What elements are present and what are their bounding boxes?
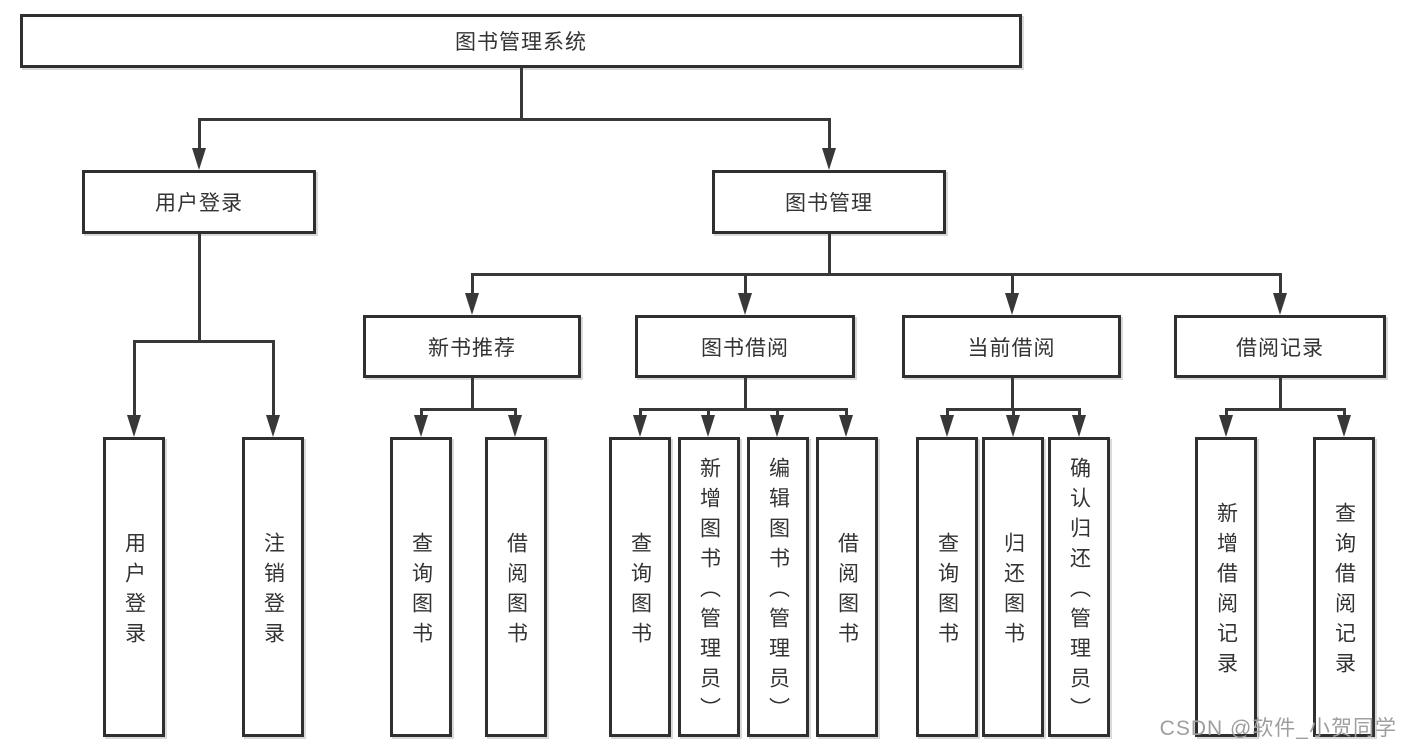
connector-line: [639, 408, 642, 417]
leaf-current-confirm-return-admin: 确认归还（管理员）: [1048, 437, 1110, 737]
leaf-borrowing-edit-books-admin: 编辑图书（管理员）: [747, 437, 809, 737]
arrow-down-icon: [1006, 415, 1020, 437]
arrow-down-icon: [192, 148, 206, 170]
connector-line: [1225, 408, 1344, 411]
connector-line: [133, 340, 136, 417]
connector-line: [1011, 378, 1014, 408]
arrow-down-icon: [1072, 415, 1086, 437]
connector-line: [514, 408, 517, 417]
connector-line: [1279, 378, 1282, 408]
connector-line: [828, 118, 831, 151]
connector-line: [845, 408, 848, 417]
arrow-down-icon: [633, 415, 647, 437]
node-root: 图书管理系统: [20, 14, 1022, 68]
connector-line: [471, 273, 1281, 276]
connector-line: [744, 273, 747, 295]
leaf-borrowing-add-books-admin-label: 新增图书（管理员）: [697, 456, 721, 727]
leaf-logout-label: 注销登录: [261, 531, 285, 652]
connector-line: [133, 340, 274, 343]
node-user-login-label: 用户登录: [155, 192, 243, 215]
leaf-records-query-record-label: 查询借阅记录: [1332, 501, 1356, 682]
arrow-down-icon: [940, 415, 954, 437]
node-book-borrowing-label: 图书借阅: [701, 336, 789, 360]
node-current-borrowing: 当前借阅: [902, 315, 1121, 378]
arrow-down-icon: [1005, 293, 1019, 315]
node-book-management: 图书管理: [712, 170, 946, 234]
node-root-label: 图书管理系统: [455, 31, 587, 54]
leaf-borrowing-query-books-label: 查询图书: [628, 531, 652, 652]
node-user-login: 用户登录: [82, 170, 316, 234]
leaf-borrowing-add-books-admin: 新增图书（管理员）: [678, 437, 740, 737]
connector-line: [639, 408, 848, 411]
arrow-down-icon: [738, 293, 752, 315]
node-borrowing-records: 借阅记录: [1174, 315, 1386, 378]
leaf-user-login: 用户登录: [103, 437, 165, 737]
leaf-newbook-query-books-label: 查询图书: [409, 531, 433, 652]
connector-line: [828, 234, 831, 273]
arrow-down-icon: [508, 415, 522, 437]
leaf-borrowing-borrow-books: 借阅图书: [816, 437, 878, 737]
leaf-current-query-books-label: 查询图书: [935, 531, 959, 652]
connector-line: [471, 273, 474, 295]
node-current-borrowing-label: 当前借阅: [967, 336, 1056, 360]
arrow-down-icon: [1273, 293, 1287, 315]
node-book-borrowing: 图书借阅: [635, 315, 855, 378]
leaf-current-confirm-return-admin-label: 确认归还（管理员）: [1067, 456, 1091, 727]
connector-line: [198, 118, 201, 151]
leaf-records-add-record: 新增借阅记录: [1195, 437, 1257, 737]
watermark: CSDN @软件_小贺同学: [1159, 717, 1397, 740]
leaf-current-return-books: 归还图书: [982, 437, 1044, 737]
leaf-newbook-borrow-books-label: 借阅图书: [504, 531, 528, 652]
arrow-down-icon: [1219, 415, 1233, 437]
leaf-newbook-query-books: 查询图书: [390, 437, 452, 737]
leaf-current-return-books-label: 归还图书: [1001, 531, 1025, 652]
node-book-management-label: 图书管理: [785, 192, 873, 215]
connector-line: [946, 408, 949, 417]
connector-line: [744, 378, 747, 408]
node-new-book-recommend-label: 新书推荐: [428, 336, 516, 360]
connector-line: [707, 408, 710, 417]
arrow-down-icon: [701, 415, 715, 437]
arrow-down-icon: [127, 415, 141, 437]
connector-line: [1279, 273, 1282, 295]
connector-line: [776, 408, 779, 417]
leaf-borrowing-edit-books-admin-label: 编辑图书（管理员）: [766, 456, 790, 727]
connector-line: [1011, 273, 1014, 295]
connector-line: [420, 408, 517, 411]
connector-line: [198, 118, 830, 121]
node-borrowing-records-label: 借阅记录: [1236, 336, 1324, 360]
arrow-down-icon: [839, 415, 853, 437]
leaf-current-query-books: 查询图书: [916, 437, 978, 737]
leaf-borrowing-query-books: 查询图书: [609, 437, 671, 737]
leaf-borrowing-borrow-books-label: 借阅图书: [835, 531, 859, 652]
leaf-records-query-record: 查询借阅记录: [1313, 437, 1375, 737]
connector-line: [1225, 408, 1228, 417]
connector-line: [420, 408, 423, 417]
leaf-records-add-record-label: 新增借阅记录: [1214, 501, 1238, 682]
node-new-book-recommend: 新书推荐: [363, 315, 581, 378]
arrow-down-icon: [266, 415, 280, 437]
connector-line: [520, 68, 523, 118]
connector-line: [1012, 408, 1015, 417]
connector-line: [1078, 408, 1081, 417]
arrow-down-icon: [1337, 415, 1351, 437]
connector-line: [198, 234, 201, 340]
connector-line: [1343, 408, 1346, 417]
leaf-user-login-label: 用户登录: [122, 531, 146, 652]
leaf-newbook-borrow-books: 借阅图书: [485, 437, 547, 737]
arrow-down-icon: [414, 415, 428, 437]
connector-line: [272, 340, 275, 417]
arrow-down-icon: [465, 293, 479, 315]
leaf-logout: 注销登录: [242, 437, 304, 737]
arrow-down-icon: [822, 148, 836, 170]
arrow-down-icon: [770, 415, 784, 437]
connector-line: [471, 378, 474, 408]
